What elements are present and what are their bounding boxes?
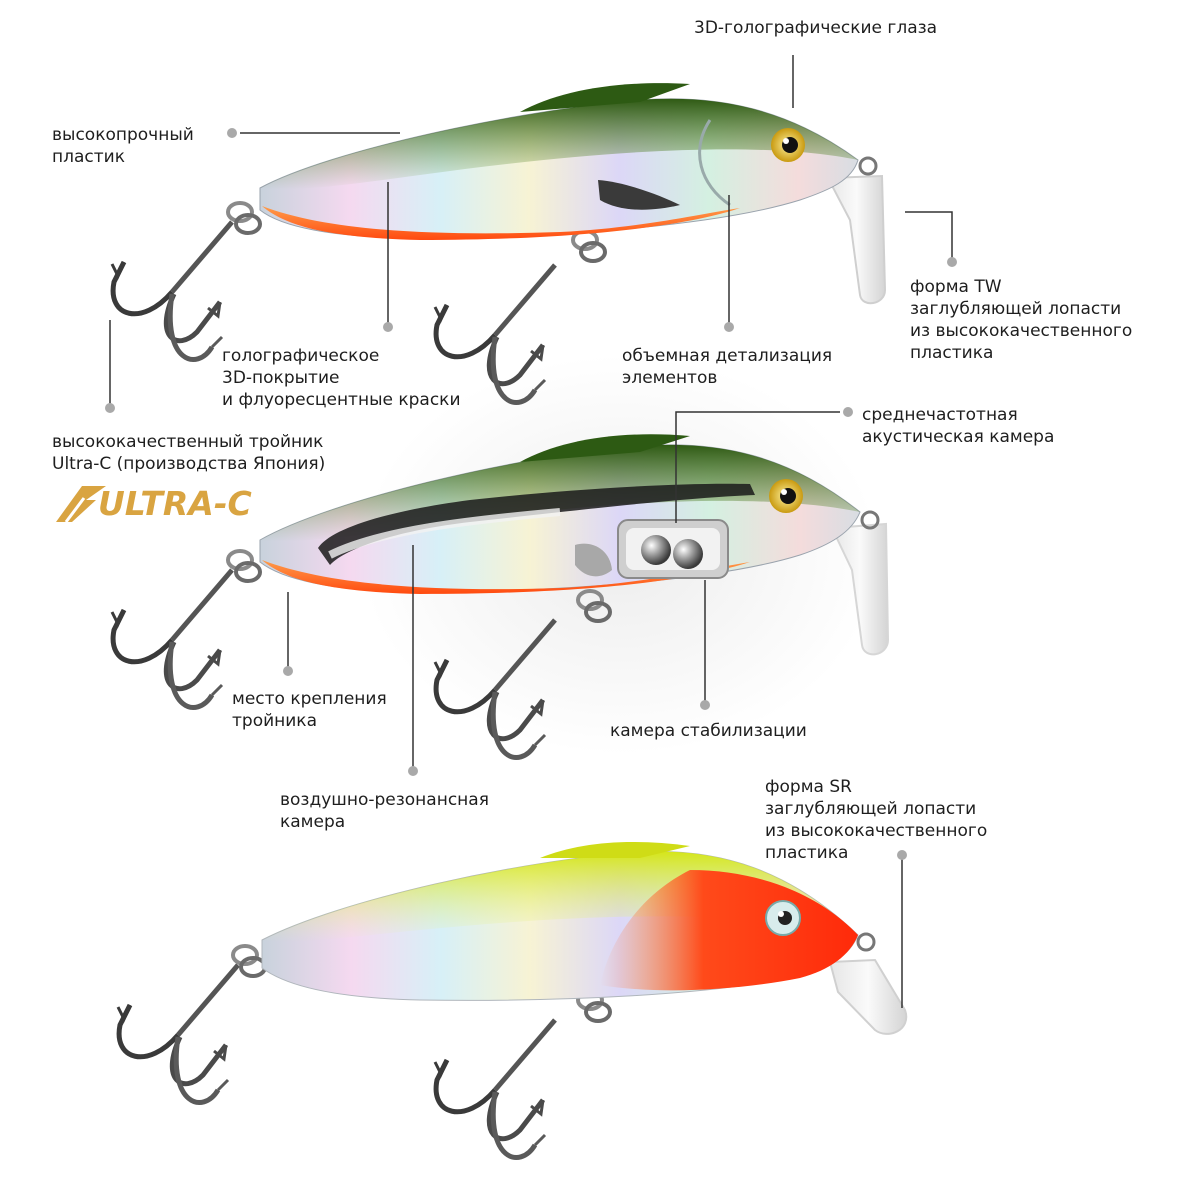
label-hook-mount: место крепления тройника: [232, 689, 387, 731]
tail-treble-hook-3: [118, 965, 238, 1102]
ultra-c-logo-text: ULTRA-C: [98, 484, 252, 523]
ultra-c-logo-mark: [56, 486, 106, 523]
tw-lip: [826, 174, 887, 305]
tw-lip-2: [830, 522, 890, 656]
split-ring-1: [226, 201, 262, 235]
label-holographic-coating: голографическое 3D-покрытие и флуоресцен…: [222, 346, 461, 410]
line-tie-1: [858, 156, 878, 176]
leader-lines: [109, 55, 953, 1008]
label-acoustic-chamber: среднечастотная акустическая камера: [862, 405, 1055, 447]
sr-lip: [828, 958, 908, 1035]
label-tw-lip: форма TW заглубляющей лопасти из высокок…: [910, 277, 1133, 363]
tail-treble-hook-1: [112, 222, 232, 359]
leader-dots: [105, 128, 957, 860]
belly-treble-hook-3: [435, 1020, 555, 1157]
label-high-strength-plastic: высокопрочный пластик: [52, 125, 194, 167]
lure-2: [112, 434, 890, 757]
lure-3: [118, 842, 908, 1157]
lure-1: [112, 83, 887, 402]
split-ring-3: [226, 549, 262, 583]
rattle-ball-1: [641, 535, 671, 565]
label-treble-hook: высококачественный тройник Ultra-C (прои…: [52, 432, 326, 474]
label-stabilization-chamber: камера стабилизации: [610, 721, 807, 741]
label-air-chamber: воздушно-резонансная камера: [280, 790, 489, 832]
tail-treble-hook-2: [112, 570, 232, 707]
label-3d-eyes: 3D-голографические глаза: [694, 18, 938, 38]
split-ring-5: [231, 944, 267, 978]
label-sr-lip: форма SR заглубляющей лопасти из высокок…: [765, 777, 988, 863]
split-ring-2: [571, 229, 607, 263]
rattle-ball-2: [673, 539, 703, 569]
label-detailing: объемная детализация элементов: [622, 346, 833, 388]
air-resonance-chamber: [318, 483, 755, 565]
ultra-c-logo: ULTRA-C: [52, 482, 292, 526]
